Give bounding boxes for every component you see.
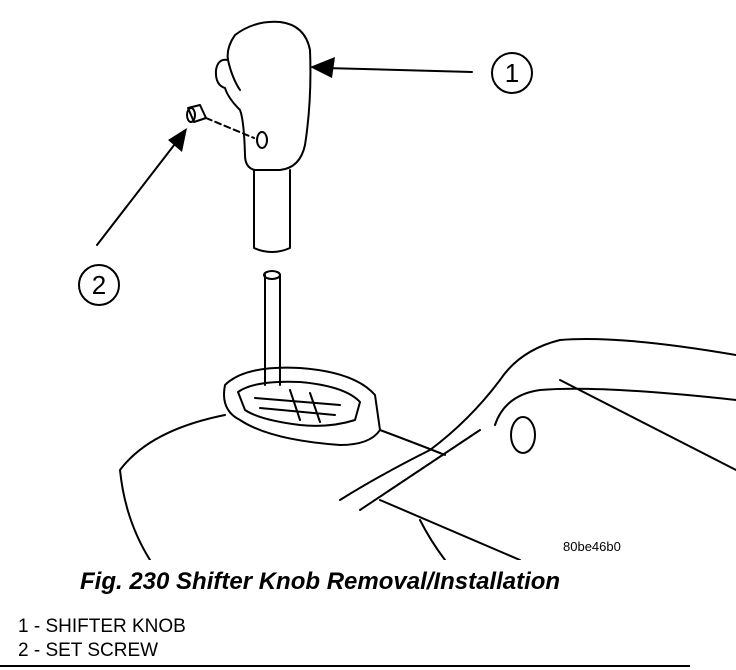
arrow-head-1 — [310, 57, 335, 78]
shifter-knob-diagram: 1 2 — [78, 20, 736, 560]
set-screw-hole — [256, 131, 268, 149]
legend-item: 1 - SHIFTER KNOB — [18, 616, 186, 637]
bottom-rule — [0, 665, 690, 667]
center-console — [119, 379, 501, 560]
legend-item: 2 - SET SCREW — [18, 640, 159, 661]
callout-circle-2 — [78, 264, 120, 306]
shifter-bezel — [223, 366, 381, 446]
set-screw — [186, 104, 207, 123]
callout-number-1: 1 — [505, 58, 519, 88]
knob-shaft — [253, 169, 291, 253]
callout-circle-1 — [491, 52, 533, 94]
callout-number-2: 2 — [92, 270, 106, 300]
shifter-knob — [214, 20, 312, 171]
legend: 1 - SHIFTER KNOB 2 - SET SCREW — [18, 615, 186, 663]
image-code: 80be46b0 — [563, 539, 621, 554]
arrow-head-2 — [168, 128, 187, 152]
shift-lever — [264, 274, 281, 386]
figure-caption: Fig. 230 Shifter Knob Removal/Installati… — [80, 568, 561, 595]
